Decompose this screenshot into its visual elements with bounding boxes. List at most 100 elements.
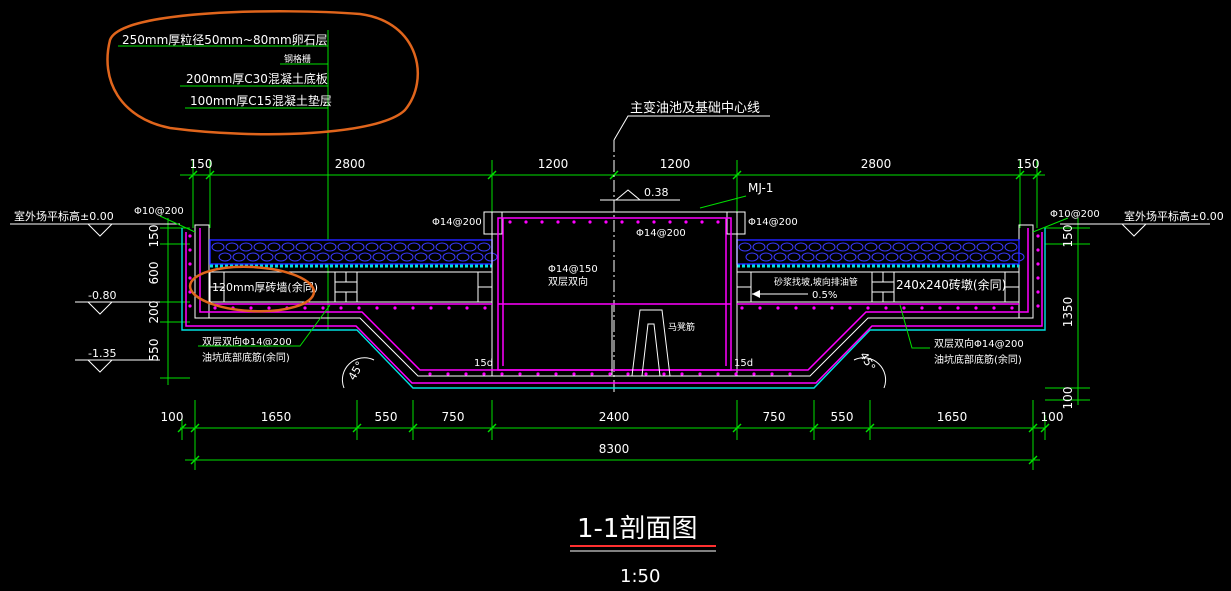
gravel-stone	[435, 242, 449, 252]
gravel-stone	[442, 252, 456, 262]
rebar-dot	[339, 306, 343, 310]
elevation-outdoor-right: 室外场平标高±0.00	[1124, 209, 1224, 223]
rebar-dot	[446, 372, 450, 376]
rebar-dot	[588, 220, 592, 224]
rebar-dot	[716, 372, 720, 376]
rebar-dot	[357, 306, 361, 310]
gravel-stone	[386, 252, 400, 262]
rebar-dot	[698, 372, 702, 376]
left-vert-dim-2: 200	[147, 301, 161, 324]
rebar-mid: Φ14@150	[548, 264, 598, 275]
gravel-stone	[752, 242, 766, 252]
rebar-dot	[956, 306, 960, 310]
gravel-stone	[745, 252, 759, 262]
rebar-bottom-left-2: 油坑底部底筋(余同)	[202, 351, 290, 364]
rebar-dot	[188, 262, 192, 266]
rebar-dot	[938, 306, 942, 310]
rebar-ped-center: Φ14@200	[636, 228, 686, 239]
elevation-outdoor-left: 室外场平标高±0.00	[14, 209, 114, 223]
left-vert-dim-0: 150	[147, 225, 161, 248]
gravel-stone	[267, 242, 281, 252]
gravel-stone	[330, 252, 344, 262]
rebar-dot	[500, 372, 504, 376]
hand-annotation-wall	[188, 265, 316, 313]
gravel-stone	[302, 252, 316, 262]
gravel-stone	[218, 252, 232, 262]
dimension-lines	[160, 30, 1090, 470]
centerline-label: 主变油池及基础中心线	[630, 100, 760, 116]
rebar-dot	[483, 306, 487, 310]
rebar-dot	[662, 372, 666, 376]
gravel-stone	[857, 252, 871, 262]
support-chair	[631, 309, 671, 377]
rebar-dot	[1036, 304, 1040, 308]
gravel-stone	[372, 252, 386, 262]
gravel-stone	[449, 242, 463, 252]
rebar-dot	[866, 306, 870, 310]
gravel-stone	[211, 242, 225, 252]
bottom-dim-0: 100	[161, 410, 184, 424]
anchor-right: 15d	[734, 358, 753, 369]
dimension-ticks	[177, 170, 1050, 465]
rebar-dot	[188, 304, 192, 308]
gravel-stone	[906, 242, 920, 252]
rebar-dot	[1036, 234, 1040, 238]
gravel-stone	[484, 252, 498, 262]
pedestal-notch-left	[483, 211, 503, 235]
rebar-dot	[482, 372, 486, 376]
top-dim-2: 1200	[538, 157, 569, 171]
bottom-dim-2: 550	[375, 410, 398, 424]
rebar-dot	[321, 306, 325, 310]
rebar-dot	[848, 306, 852, 310]
rebar-dot	[636, 220, 640, 224]
brick-piers	[209, 271, 1020, 303]
gravel-stone	[983, 252, 997, 262]
rebar-dot	[1010, 306, 1014, 310]
bottom-dim-1: 1650	[261, 410, 292, 424]
gravel-stone	[260, 252, 274, 262]
gravel-stone	[794, 242, 808, 252]
gravel-stone	[344, 252, 358, 262]
overall-dim: 8300	[599, 442, 630, 456]
top-dim-1: 2800	[335, 157, 366, 171]
transformer-pedestal	[491, 211, 738, 377]
bottom-dim-5: 750	[763, 410, 786, 424]
gravel-stone	[801, 252, 815, 262]
rebar-ped-right: Φ14@200	[748, 217, 798, 228]
gravel-stone	[456, 252, 470, 262]
rebar-dot	[758, 306, 762, 310]
rebar-dot	[1036, 248, 1040, 252]
right-vert-dim-1: 1350	[1061, 297, 1075, 328]
gravel-stone	[892, 242, 906, 252]
rebar-dot	[393, 306, 397, 310]
rebar-left-top: Φ10@200	[134, 206, 184, 217]
elevation-marks	[10, 189, 1210, 373]
rebar-dot	[267, 306, 271, 310]
rebar-labels: Φ10@200 Φ10@200 Φ14@200 Φ14@200 Φ14@200 …	[134, 206, 1100, 366]
gravel-stone	[246, 252, 260, 262]
gravel-stone	[225, 242, 239, 252]
gravel-stone	[428, 252, 442, 262]
gravel-stone	[948, 242, 962, 252]
rebar-dot	[788, 372, 792, 376]
wall-note-right: 240x240砖墩(余同)	[896, 277, 1006, 292]
rebar-dot	[620, 220, 624, 224]
gravel-stone	[358, 252, 372, 262]
rebar-dot	[590, 372, 594, 376]
gravel-stone	[920, 242, 934, 252]
gravel-stone	[780, 242, 794, 252]
gravel-stone	[843, 252, 857, 262]
layer-note-c30: 200mm厚C30混凝土底板	[186, 71, 328, 86]
rebar-dot	[188, 234, 192, 238]
rebar-dot	[464, 372, 468, 376]
rebar-dot	[668, 220, 672, 224]
pit-outline-concrete	[181, 228, 1046, 389]
angle-right: 45°	[857, 350, 878, 373]
gravel-stone	[463, 242, 477, 252]
gravel-stone	[878, 242, 892, 252]
gravel-stone	[274, 252, 288, 262]
bottom-dim-4: 2400	[599, 410, 630, 424]
gravel-stone	[295, 242, 309, 252]
gravel-stone	[316, 252, 330, 262]
drawing-scale: 1:50	[620, 566, 660, 587]
